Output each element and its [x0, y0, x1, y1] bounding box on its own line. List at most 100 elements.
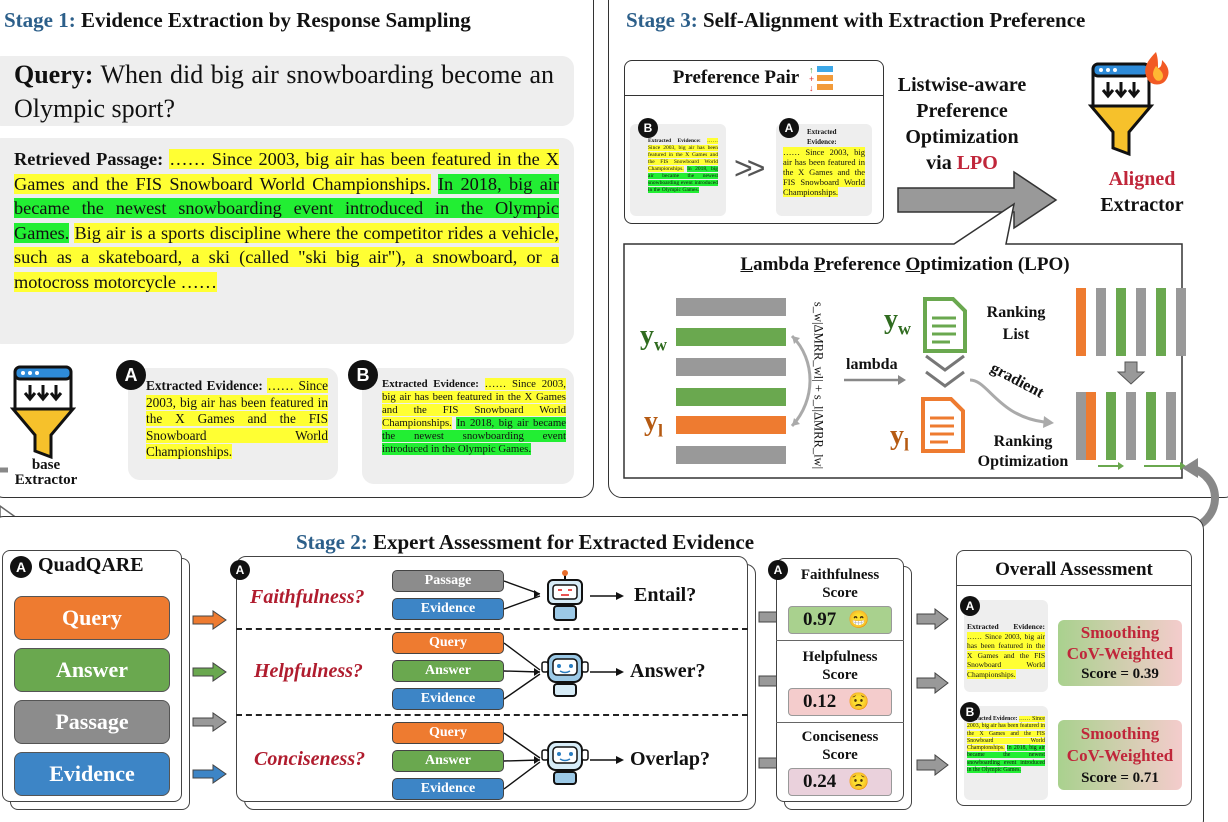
rank-bar	[676, 358, 786, 376]
vbar	[1086, 392, 1096, 460]
vbar	[1076, 288, 1086, 356]
document-icon	[923, 297, 967, 353]
list-icon: ↑+↓	[809, 65, 834, 92]
stage1-title: Stage 1: Evidence Extraction by Response…	[4, 8, 471, 32]
overlap-label: Overlap?	[630, 748, 710, 770]
vbar	[1126, 392, 1136, 460]
arrow-green	[192, 662, 227, 682]
oa-a-text: Extracted Evidence: …… Since 2003, big a…	[967, 622, 1045, 679]
arrow-orange	[192, 610, 227, 630]
answer-q-label: Answer?	[630, 660, 706, 682]
vbar	[1116, 288, 1126, 356]
helpfulness-question: Helpfulness?	[254, 660, 363, 682]
vbar	[1166, 392, 1176, 460]
oa-b-text: Extracted Evidence: …… Since 2003, big a…	[967, 716, 1045, 774]
stage2-title: Stage 2: Expert Assessment for Extracted…	[296, 530, 755, 554]
aligned-extractor-label: Aligned Extractor	[1100, 168, 1184, 216]
stage3-title: Stage 3: Self-Alignment with Extraction …	[626, 8, 1086, 32]
document-icon	[921, 397, 965, 453]
quadqare-item-query: Query	[14, 596, 170, 640]
faithfulness-question: Faithfulness?	[250, 586, 365, 608]
oa-b-score-box: Smoothing CoV-Weighted Score = 0.71	[1058, 720, 1182, 790]
conc-query: Query	[392, 722, 504, 744]
svg-text:↓: ↓	[809, 83, 814, 92]
quadqare-badge: A	[10, 556, 32, 578]
yw-label: yw	[640, 320, 667, 355]
green-arrows	[1098, 462, 1186, 470]
divider	[236, 628, 748, 630]
mini-badge-a: A	[779, 118, 799, 138]
lambda-label: lambda	[846, 356, 898, 373]
evidence-a-text: Extracted Evidence: …… Since 2003, big a…	[146, 378, 328, 459]
rank-bar-yl	[676, 416, 786, 434]
chevron-down-icon	[925, 354, 965, 388]
vbar	[1156, 288, 1166, 356]
quadqare-title: QuadQARE	[38, 554, 144, 576]
score-badge: A	[768, 560, 788, 580]
divider	[236, 714, 748, 716]
svg-text:+: +	[809, 74, 814, 84]
oa-a-score-box: Smoothing CoV-Weighted Score = 0.39	[1058, 620, 1182, 686]
overall-assessment-title: Overall Assessment	[956, 554, 1192, 586]
vbar	[1176, 288, 1186, 356]
evidence-b-text: Extracted Evidence: …… Since 2003, big a…	[382, 378, 567, 455]
ranking-optimization-label: Ranking Optimization	[977, 433, 1069, 470]
aligned-funnel-icon	[1088, 52, 1169, 157]
svg-text:↑: ↑	[809, 65, 814, 75]
conciseness-score: 0.24😟	[788, 768, 892, 796]
swap-arrow	[790, 334, 812, 428]
lambda-formula: s_w|ΔMRR_wl| + s_l|ΔMRR_lw|	[811, 301, 826, 470]
query-box	[0, 56, 574, 126]
passage-text: Retrieved Passage: …… Since 2003, big ai…	[14, 149, 559, 292]
vbar	[1076, 392, 1086, 460]
gray-arrow	[916, 754, 949, 776]
ranking-list-label: Ranking List	[986, 304, 1046, 343]
quadqare-item-evidence: Evidence	[14, 752, 170, 796]
help-query: Query	[392, 632, 504, 654]
divider	[776, 722, 904, 723]
arrow-right-icon	[897, 170, 1058, 230]
entail-label: Entail?	[634, 584, 697, 606]
mini-badge-b: B	[638, 118, 658, 138]
gradient-arrow	[969, 378, 1054, 428]
score-stack	[776, 558, 904, 802]
rank-bar	[676, 298, 786, 316]
robot-icon	[541, 653, 589, 697]
faithfulness-score: 0.97😁	[788, 606, 892, 634]
badge-a: A	[116, 360, 146, 390]
worried-emoji-icon: 😟	[848, 772, 870, 791]
rank-bar	[676, 388, 786, 406]
arrow-down-icon	[1116, 361, 1146, 385]
funnel-icon	[10, 365, 76, 460]
preference-symbol: >>	[734, 150, 765, 186]
base-extractor-label: base Extractor	[14, 457, 78, 488]
yw-doc-label: yw	[884, 304, 911, 339]
grin-emoji-icon: 😁	[848, 610, 870, 629]
assessment-badge: A	[230, 560, 250, 580]
yl-label: yl	[644, 406, 664, 441]
arrow-gray	[192, 712, 227, 732]
oa-badge-a: A	[960, 596, 980, 616]
rank-bar	[676, 446, 786, 464]
lambda-arrow	[844, 375, 906, 385]
helpfulness-score-label: Helpfulness Score	[802, 649, 878, 683]
conciseness-question: Conciseness?	[254, 748, 366, 770]
yl-doc-label: yl	[890, 420, 910, 455]
worried-emoji-icon: 😟	[848, 692, 870, 711]
preference-pair-header: Preference Pair ↑+↓	[624, 60, 884, 96]
rank-bar-yw	[676, 328, 786, 346]
help-answer: Answer	[392, 660, 504, 682]
faith-passage: Passage	[392, 570, 504, 592]
vbar	[1146, 392, 1156, 460]
lpo-title: Lambda Preference Optimization (LPO)	[740, 254, 1070, 275]
gray-arrow	[916, 672, 949, 694]
mini-b-text: Extracted Evidence: …… Since 2003, big a…	[648, 138, 718, 193]
conciseness-score-label: Conciseness Score	[801, 729, 879, 763]
quadqare-item-passage: Passage	[14, 700, 170, 744]
faithfulness-score-label: Faithfulness Score	[800, 567, 880, 601]
oa-badge-b: B	[960, 702, 980, 722]
conc-evidence: Evidence	[392, 778, 504, 800]
vbar	[1106, 392, 1116, 460]
connector-lines	[504, 580, 624, 790]
badge-b: B	[348, 360, 378, 390]
